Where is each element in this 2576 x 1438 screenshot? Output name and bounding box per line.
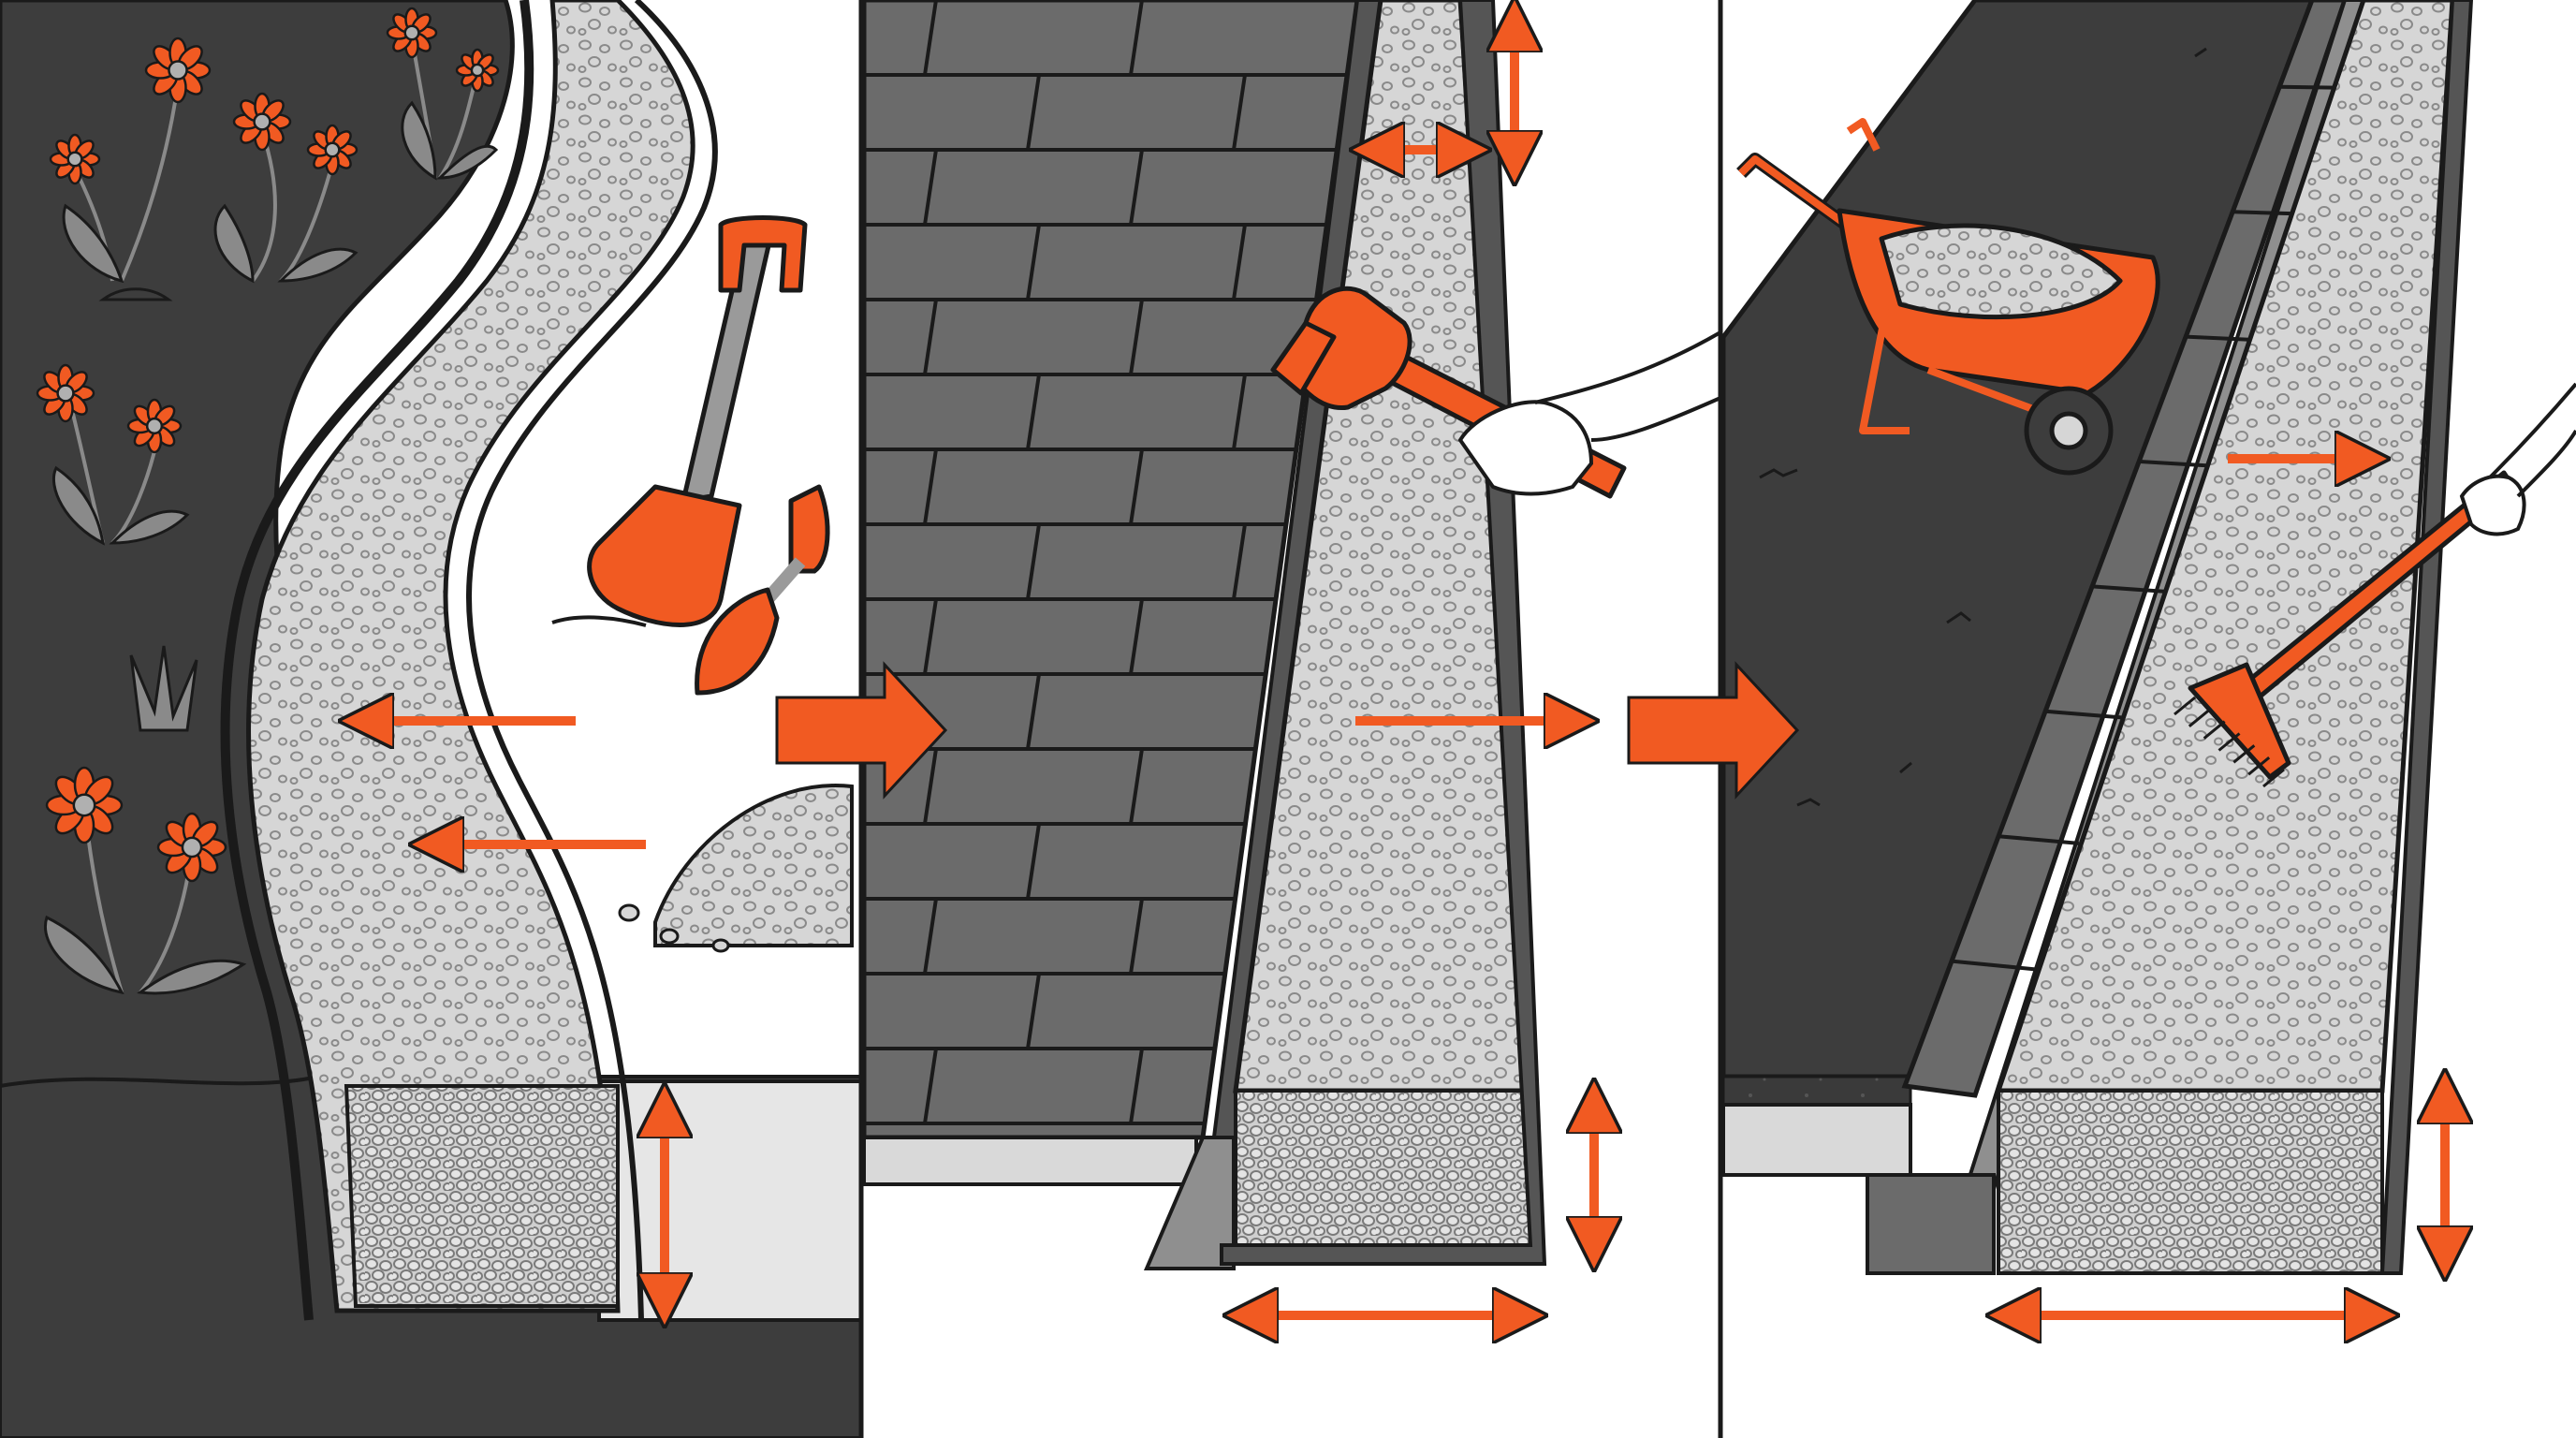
rake-tooth (2203, 720, 2226, 740)
trench-outer-wall-panel-3 (2379, 0, 2474, 1275)
paving-joint-vertical (1026, 823, 1041, 900)
paving-joint-vertical (923, 598, 938, 675)
flower-head (386, 7, 438, 59)
paving-joint-vertical (1026, 973, 1041, 1049)
flower-cluster-top (62, 83, 359, 301)
rake-tooth (2217, 732, 2241, 752)
rake-tooth (2232, 744, 2256, 764)
kerb-joint (2279, 84, 2334, 90)
paving-joint-vertical (1232, 374, 1247, 450)
flower-head (306, 124, 359, 176)
paving-grid-lines (864, 0, 1348, 1125)
paving-joint-vertical (923, 299, 938, 375)
paving-joint-vertical (923, 0, 938, 76)
flower-head (232, 92, 292, 152)
kerb-joint (2091, 584, 2164, 594)
arrow-right-big-1 (775, 661, 948, 800)
kerb-joint (2044, 709, 2122, 720)
flower-head (45, 766, 124, 844)
arrow-right-big-2 (1627, 661, 1800, 800)
panel-1-digging-trench (0, 0, 863, 1438)
gravel-cross-section-panel-1 (344, 1084, 620, 1308)
sand-base-strip (1721, 1103, 1912, 1177)
flower-cluster-middle (51, 402, 190, 546)
paving-joint-vertical (1129, 299, 1144, 375)
flower-head (455, 48, 500, 93)
path-edging-right (466, 0, 718, 1321)
edging-trench-wall (1143, 1136, 1236, 1270)
spade-icon (551, 215, 808, 627)
paving-joint-vertical (1129, 1048, 1144, 1124)
rake-icon (2174, 470, 2516, 788)
loose-gravel-pebbles (618, 903, 730, 953)
grass-tuft (129, 645, 198, 732)
paving-joint-vertical (923, 898, 938, 975)
flower-head (36, 363, 95, 423)
path-edging-left (220, 0, 534, 1321)
soil-base-strip (1721, 1075, 1912, 1107)
kerb-joint (2232, 210, 2292, 216)
winding-gravel-path (246, 0, 695, 1313)
paving-joint-vertical (1026, 224, 1041, 301)
paving-joint-vertical (1129, 448, 1144, 525)
gravel-pile (653, 784, 854, 947)
gravel-cross-section-panel-3 (1997, 1089, 2384, 1275)
paving-joint-vertical (1026, 374, 1041, 450)
kerb-edging-stone (1901, 0, 2348, 1098)
rake-tooth (2174, 696, 2196, 716)
kerb-joint-lines (1951, 84, 2334, 972)
trowel-icon (695, 484, 830, 696)
gravel-cross-section-panel-2 (1234, 1089, 1532, 1247)
flower-head (156, 812, 227, 883)
kerb-joint (1951, 959, 2037, 972)
kerb-concrete-footing (1866, 1173, 1996, 1275)
paving-joint-vertical (1232, 224, 1247, 301)
kerb-joint (2186, 334, 2249, 342)
flower-heads-panel-1 (36, 7, 500, 883)
paving-joint-vertical (1232, 74, 1247, 151)
paving-joint-vertical (1129, 149, 1144, 226)
hand-icon-panel-2 (1457, 329, 1722, 496)
paving-joint-vertical (923, 748, 938, 825)
trench-outer-wall-panel-2 (1220, 0, 1547, 1266)
rake-tooth (2262, 768, 2285, 788)
flower-head (49, 133, 101, 185)
kerb-joint (1998, 834, 2080, 845)
paving-joint-vertical (1129, 898, 1144, 975)
rake-tooth (2247, 756, 2271, 776)
paving-joint-vertical (1232, 523, 1247, 600)
paving-joint-vertical (923, 448, 938, 525)
paving-joint-vertical (923, 149, 938, 226)
panel-3-filling-gravel (1627, 0, 2576, 1438)
soil-cracks (1759, 47, 2207, 807)
paving-joint-vertical (1026, 74, 1041, 151)
paving-joint-vertical (1129, 598, 1144, 675)
paving-joint-vertical (1129, 0, 1144, 76)
paving-joint-vertical (923, 1048, 938, 1124)
kerb-joint (2139, 460, 2207, 468)
flower-head (126, 398, 183, 454)
rake-tooth (2188, 708, 2211, 727)
paving-sand-layer (862, 1136, 1198, 1186)
paving-joint-vertical (1026, 673, 1041, 750)
flower-head (144, 37, 212, 104)
panel-2-compacting-base (775, 0, 1722, 1438)
wheelbarrow-icon (1736, 118, 2160, 476)
paving-joint-vertical (1129, 748, 1144, 825)
paving-joint-vertical (1026, 523, 1041, 600)
hand-icon-panel-3 (2459, 382, 2576, 536)
